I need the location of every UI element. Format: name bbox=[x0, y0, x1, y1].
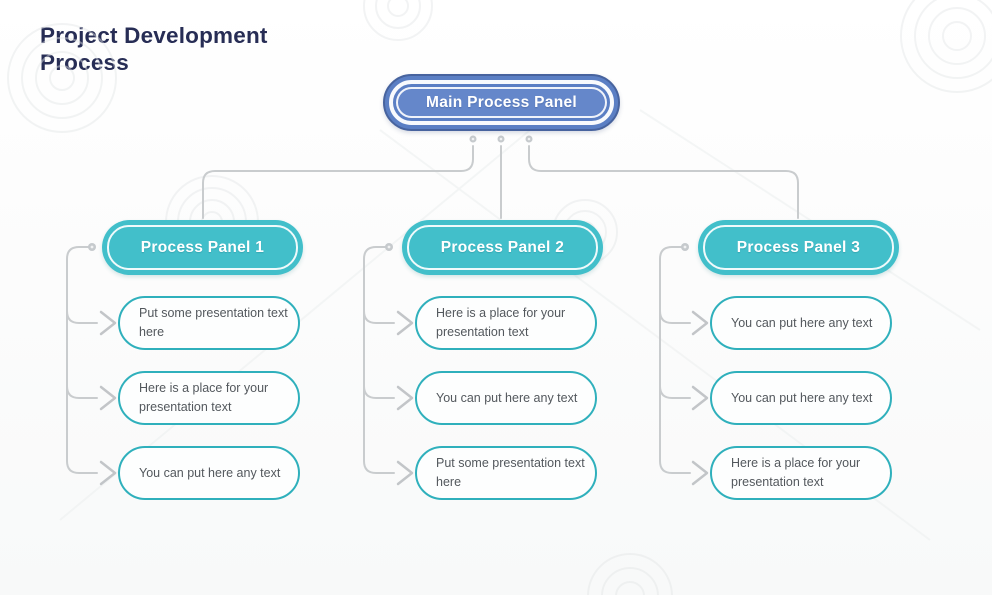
group2-arrow-chevron-icons bbox=[396, 310, 414, 486]
process-item: Here is a place for your presentation te… bbox=[710, 446, 892, 500]
group1-arrow-chevron-icons bbox=[99, 310, 117, 486]
process-item: Put some presentation text here bbox=[415, 446, 597, 500]
main-panel-dots bbox=[469, 135, 533, 143]
process-item-text: Here is a place for your presentation te… bbox=[436, 306, 566, 339]
connector-main-to-panel1 bbox=[202, 145, 474, 219]
process-item: You can put here any text bbox=[710, 371, 892, 425]
process-item-text: Put some presentation text here bbox=[139, 306, 288, 339]
process-panel-1-header: Process Panel 1 bbox=[102, 220, 303, 275]
group3-connectors bbox=[659, 246, 691, 474]
process-item-text: Here is a place for your presentation te… bbox=[139, 381, 269, 414]
group3-arrow-chevron-icons bbox=[691, 310, 709, 486]
process-item: Here is a place for your presentation te… bbox=[118, 371, 300, 425]
process-panel-3-header: Process Panel 3 bbox=[698, 220, 899, 275]
process-item: Put some presentation text here bbox=[118, 296, 300, 350]
connector-main-to-panel3 bbox=[528, 145, 799, 219]
process-panel-2-header: Process Panel 2 bbox=[402, 220, 603, 275]
top-connectors bbox=[202, 145, 799, 219]
process-item: You can put here any text bbox=[710, 296, 892, 350]
process-item: You can put here any text bbox=[415, 371, 597, 425]
group1-connectors bbox=[66, 246, 98, 474]
main-process-panel: Main Process Panel bbox=[383, 74, 620, 131]
process-item-text: You can put here any text bbox=[436, 390, 578, 405]
process-item: You can put here any text bbox=[118, 446, 300, 500]
process-item-text: You can put here any text bbox=[731, 390, 873, 405]
process-item-text: You can put here any text bbox=[731, 315, 873, 330]
process-item-text: Here is a place for your presentation te… bbox=[731, 456, 861, 489]
process-panel-2-label: Process Panel 2 bbox=[440, 238, 565, 256]
process-panel-3-label: Process Panel 3 bbox=[736, 238, 861, 256]
process-item-text: Put some presentation text here bbox=[436, 456, 585, 489]
group2-connectors bbox=[363, 246, 395, 474]
process-item-text: You can put here any text bbox=[139, 465, 281, 480]
process-panel-1-label: Process Panel 1 bbox=[140, 238, 265, 256]
page-title: Project Development Process bbox=[40, 23, 268, 75]
main-panel-label: Main Process Panel bbox=[426, 93, 577, 111]
process-item: Here is a place for your presentation te… bbox=[415, 296, 597, 350]
